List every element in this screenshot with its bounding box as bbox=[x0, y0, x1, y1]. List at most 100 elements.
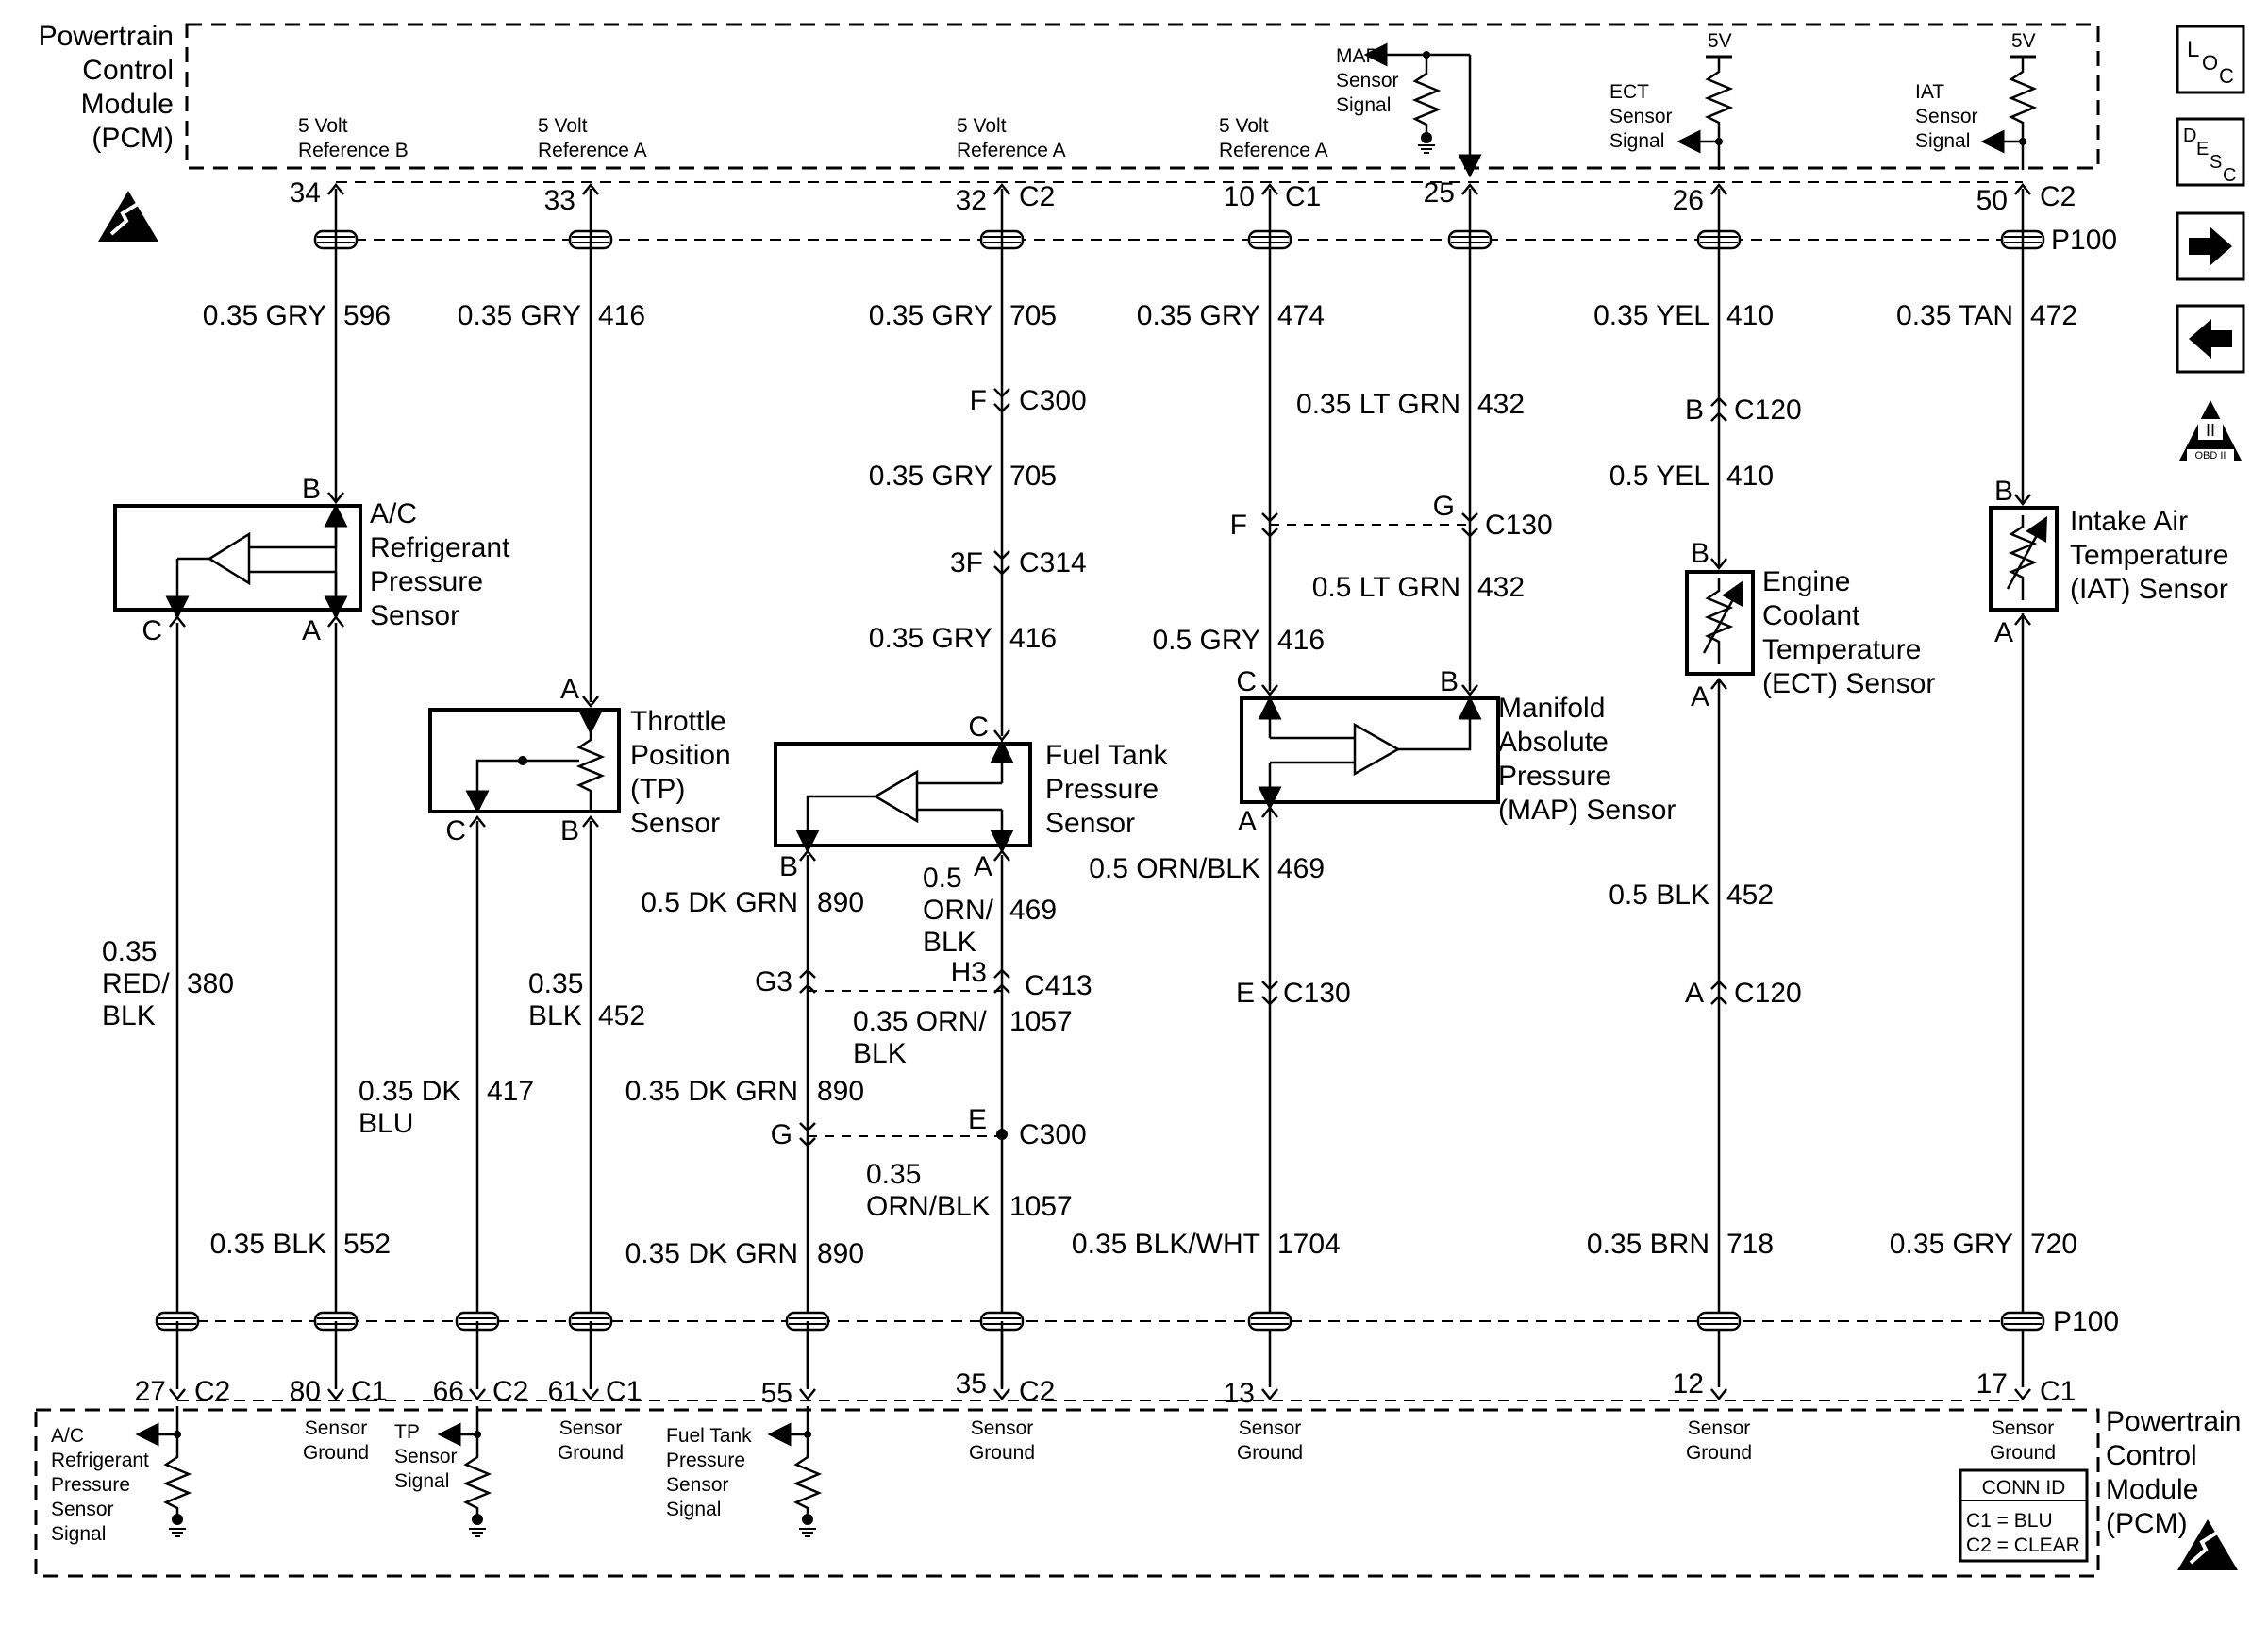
svg-text:Sensor: Sensor bbox=[559, 1417, 623, 1439]
svg-text:432: 432 bbox=[1477, 389, 1525, 420]
svg-text:417: 417 bbox=[487, 1076, 534, 1107]
svg-text:A/C: A/C bbox=[51, 1425, 84, 1447]
svg-text:55: 55 bbox=[761, 1378, 792, 1409]
svg-text:66: 66 bbox=[433, 1376, 464, 1407]
svg-text:A/C: A/C bbox=[370, 498, 417, 529]
svg-text:Throttle: Throttle bbox=[630, 706, 726, 737]
svg-text:B: B bbox=[1685, 394, 1704, 426]
svg-text:416: 416 bbox=[1277, 625, 1325, 656]
svg-text:F: F bbox=[970, 385, 987, 416]
svg-text:C: C bbox=[968, 712, 989, 743]
svg-text:E: E bbox=[1236, 978, 1255, 1009]
esd-icon bbox=[96, 189, 160, 243]
svg-text:IAT: IAT bbox=[1915, 81, 1944, 103]
svg-text:Module: Module bbox=[2106, 1474, 2198, 1505]
svg-text:1057: 1057 bbox=[1009, 1191, 1073, 1222]
svg-text:Powertrain: Powertrain bbox=[2106, 1406, 2241, 1437]
svg-text:B: B bbox=[302, 474, 321, 505]
svg-text:0.35 ORN/: 0.35 ORN/ bbox=[853, 1006, 987, 1037]
svg-text:0.35 DK GRN: 0.35 DK GRN bbox=[625, 1238, 798, 1269]
fuel-tank-pressure-sensor: C B A Fuel Tank Pressure Sensor bbox=[774, 712, 1169, 882]
svg-text:Signal: Signal bbox=[51, 1523, 106, 1545]
desc-icon[interactable]: D E S C bbox=[2176, 117, 2245, 187]
svg-text:(PCM): (PCM) bbox=[2106, 1508, 2188, 1539]
svg-text:0.5: 0.5 bbox=[923, 863, 962, 894]
svg-text:0.5 ORN/BLK: 0.5 ORN/BLK bbox=[1089, 853, 1260, 884]
svg-text:C130: C130 bbox=[1485, 510, 1553, 541]
svg-text:10: 10 bbox=[1224, 181, 1255, 212]
svg-text:A: A bbox=[302, 615, 321, 646]
svg-text:C314: C314 bbox=[1019, 547, 1087, 578]
svg-text:Sensor: Sensor bbox=[394, 1446, 458, 1467]
svg-text:Signal: Signal bbox=[1609, 130, 1664, 152]
svg-text:Sensor: Sensor bbox=[370, 600, 459, 631]
svg-text:472: 472 bbox=[2030, 300, 2077, 331]
svg-text:0.5 GRY: 0.5 GRY bbox=[1152, 625, 1260, 656]
pcm-top-title: Powertrain Control Module (PCM) bbox=[39, 21, 174, 154]
svg-text:890: 890 bbox=[817, 1076, 864, 1107]
svg-text:416: 416 bbox=[598, 300, 645, 331]
svg-text:Ground: Ground bbox=[1686, 1442, 1752, 1464]
svg-text:C120: C120 bbox=[1734, 394, 1802, 426]
svg-text:5V: 5V bbox=[1708, 30, 1732, 52]
svg-text:0.35: 0.35 bbox=[102, 936, 157, 967]
sensor-ground-17: Sensor Ground bbox=[1990, 1417, 2056, 1464]
svg-text:Module: Module bbox=[81, 89, 174, 120]
svg-text:C1: C1 bbox=[1285, 181, 1321, 212]
svg-text:720: 720 bbox=[2030, 1229, 2077, 1260]
p100-bottom-inline bbox=[155, 1311, 2045, 1332]
obd-ii-icon[interactable]: II OBD II bbox=[2179, 400, 2242, 461]
svg-text:A: A bbox=[1238, 806, 1257, 837]
svg-text:0.35 BRN: 0.35 BRN bbox=[1587, 1229, 1709, 1260]
svg-text:474: 474 bbox=[1277, 300, 1325, 331]
sensor-ground-35: Sensor Ground bbox=[969, 1417, 1035, 1464]
svg-text:OBD II: OBD II bbox=[2194, 450, 2226, 461]
iat-signal-circuit: 5V IAT Sensor Signal bbox=[1915, 30, 2038, 170]
svg-text:C2: C2 bbox=[1019, 181, 1055, 212]
svg-text:Sensor: Sensor bbox=[630, 808, 720, 839]
svg-text:C: C bbox=[2223, 165, 2236, 186]
ref-a3-label-2: Reference A bbox=[1219, 140, 1328, 161]
svg-text:C: C bbox=[142, 615, 162, 646]
svg-text:D: D bbox=[2183, 126, 2196, 146]
svg-text:L: L bbox=[2187, 37, 2199, 62]
svg-text:32: 32 bbox=[956, 185, 987, 216]
svg-text:416: 416 bbox=[1009, 623, 1057, 654]
ref-a2-label: 5 Volt bbox=[957, 115, 1007, 137]
svg-text:469: 469 bbox=[1009, 895, 1057, 926]
svg-text:410: 410 bbox=[1726, 300, 1774, 331]
next-arrow-icon[interactable] bbox=[2176, 211, 2245, 281]
loc-icon[interactable]: L O C bbox=[2176, 25, 2245, 94]
svg-text:E: E bbox=[2196, 139, 2209, 159]
svg-text:0.35 DK: 0.35 DK bbox=[359, 1076, 460, 1107]
svg-text:Refrigerant: Refrigerant bbox=[51, 1450, 149, 1471]
prev-arrow-icon[interactable] bbox=[2176, 304, 2245, 374]
svg-text:Temperature: Temperature bbox=[1762, 634, 1921, 665]
svg-text:Signal: Signal bbox=[666, 1499, 721, 1520]
svg-text:Intake Air: Intake Air bbox=[2070, 506, 2188, 537]
svg-text:BLK: BLK bbox=[853, 1038, 907, 1069]
svg-text:A: A bbox=[1691, 681, 1709, 712]
svg-text:13: 13 bbox=[1224, 1378, 1255, 1409]
svg-text:5V: 5V bbox=[2011, 30, 2036, 52]
svg-text:0.5 LT GRN: 0.5 LT GRN bbox=[1312, 572, 1460, 603]
ac-signal-circuit: A/C Refrigerant Pressure Sensor Signal bbox=[51, 1406, 192, 1545]
ect-sensor: B A Engine Coolant Temperature (ECT) Sen… bbox=[1685, 538, 1935, 712]
svg-text:BLK: BLK bbox=[923, 927, 976, 958]
svg-text:0.5 DK GRN: 0.5 DK GRN bbox=[641, 887, 798, 918]
svg-text:G3: G3 bbox=[755, 966, 792, 997]
p100-label-top: P100 bbox=[2051, 225, 2117, 256]
svg-text:B: B bbox=[560, 815, 579, 847]
svg-text:C300: C300 bbox=[1019, 1119, 1087, 1150]
sensor-ground-12: Sensor Ground bbox=[1686, 1417, 1752, 1464]
p100-label-bottom: P100 bbox=[2053, 1306, 2119, 1337]
svg-text:G: G bbox=[771, 1119, 792, 1150]
svg-text:27: 27 bbox=[135, 1376, 166, 1407]
svg-text:C2 = CLEAR: C2 = CLEAR bbox=[1966, 1534, 2080, 1556]
iat-sensor: B A Intake Air Temperature (IAT) Sensor bbox=[1989, 476, 2228, 648]
svg-text:Control: Control bbox=[82, 55, 174, 86]
conn-id-box: CONN ID C1 = BLU C2 = CLEAR bbox=[1959, 1468, 2089, 1563]
svg-text:50: 50 bbox=[1976, 185, 2008, 216]
svg-text:C2: C2 bbox=[2040, 181, 2076, 212]
